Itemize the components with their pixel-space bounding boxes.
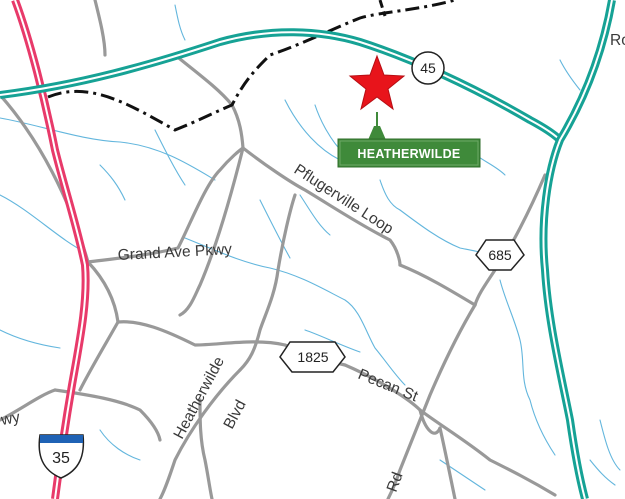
shield-45-label: 45 (420, 60, 436, 76)
star-icon (348, 54, 406, 111)
boundary-line (47, 0, 456, 132)
marker-label: HEATHERWILDE (357, 147, 460, 161)
shield-i35-label: 35 (52, 450, 70, 467)
label-ro: Ro (610, 32, 625, 49)
road-labels: Grand Ave Pkwy Pflugerville Loop Pecan S… (0, 32, 625, 494)
shield-i35[interactable]: 35 (38, 434, 85, 479)
shield-1825[interactable]: 1825 (279, 341, 346, 373)
label-grand-ave: Grand Ave Pkwy (117, 241, 232, 264)
creeks (0, 4, 621, 491)
shield-45[interactable]: 45 (411, 51, 445, 85)
location-marker[interactable]: HEATHERWILDE (337, 54, 481, 168)
local-roads (0, 0, 557, 499)
shield-685-label: 685 (488, 247, 512, 263)
label-blvd: Blvd (221, 397, 250, 432)
label-wy: wy (0, 409, 22, 429)
label-rd: Rd (384, 470, 407, 494)
label-pflugerville-loop: Pflugerville Loop (291, 161, 396, 238)
interstate-35 (11, 0, 90, 499)
shield-1825-label: 1825 (297, 349, 328, 365)
label-pecan-st: Pecan St (356, 366, 421, 406)
shield-685[interactable]: 685 (475, 239, 525, 271)
